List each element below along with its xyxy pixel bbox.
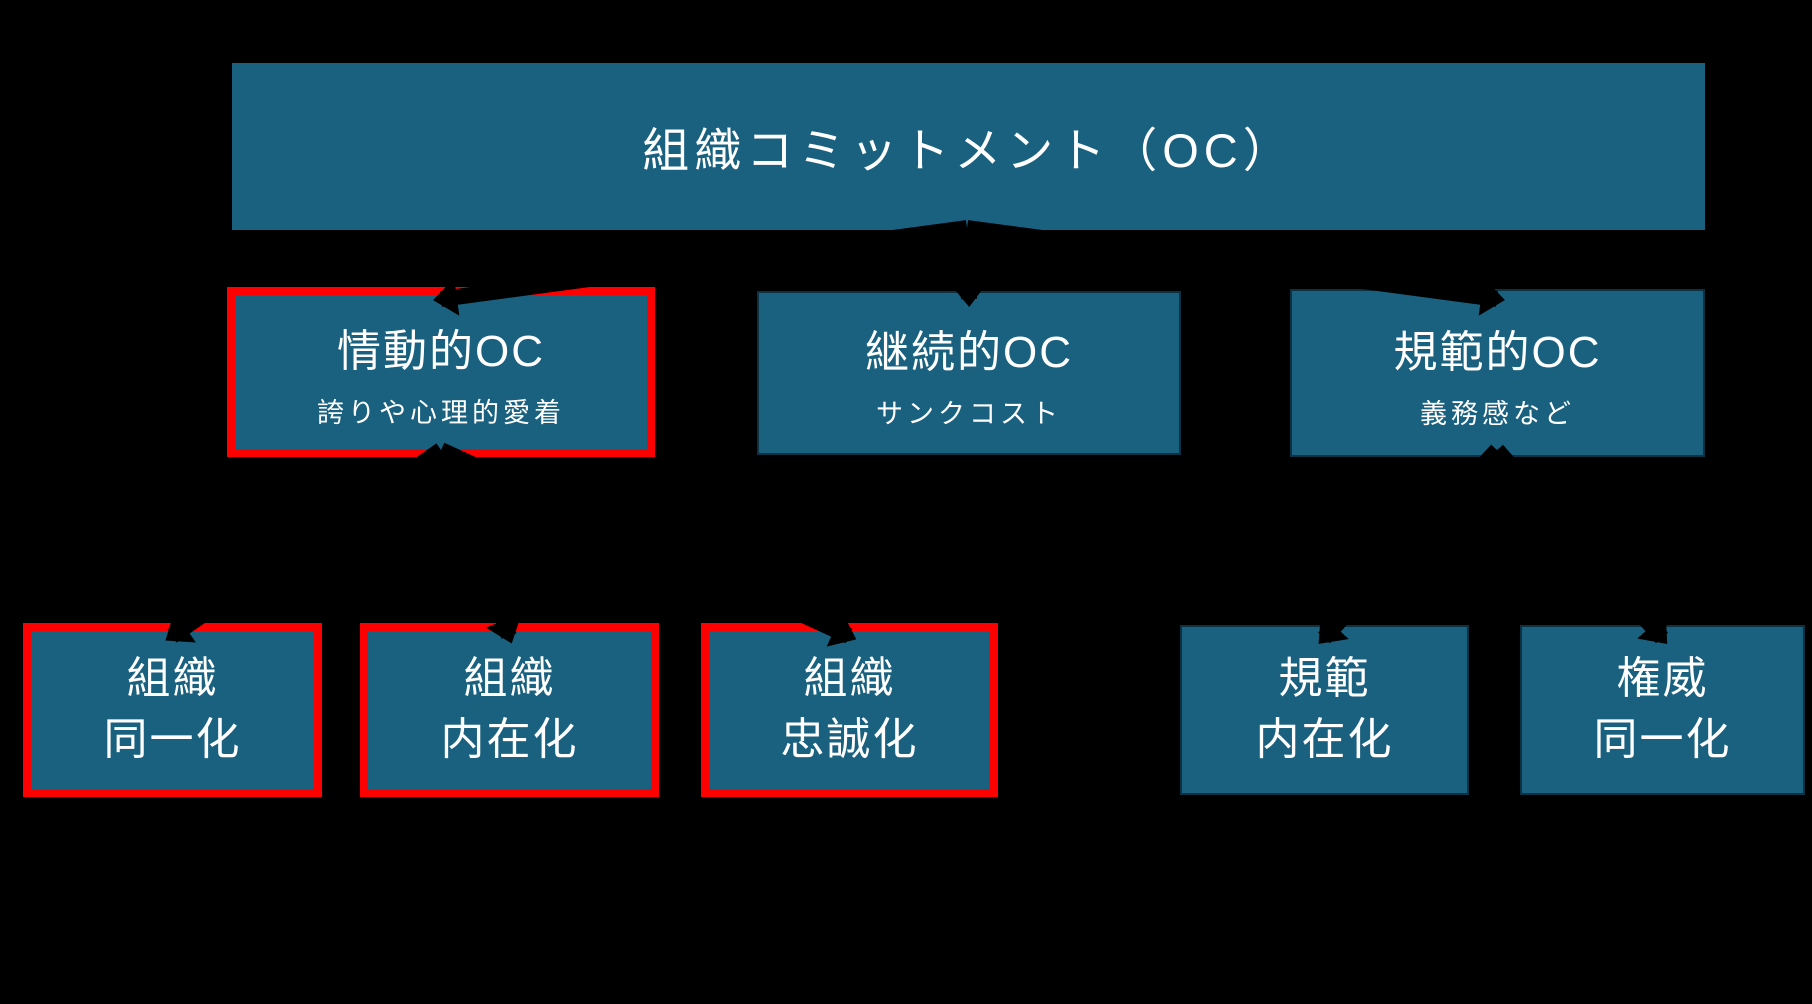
node-description: 義務感など [1420, 398, 1575, 429]
node-label-line2: 同一化 [103, 715, 242, 764]
node-label: 情動的OC [337, 326, 545, 376]
node-org-internalization: 組織 内在化 [360, 623, 659, 797]
node-label: 規範的OC [1393, 327, 1602, 377]
node-label-line1: 組織 [463, 654, 556, 704]
node-label-line2: 内在化 [1255, 715, 1394, 764]
node-normative-oc: 規範的OC 義務感など [1290, 289, 1705, 457]
connector-arrow-normative-identification [1490, 444, 1669, 645]
node-label-line1: 規範 [1278, 654, 1371, 704]
node-org-loyalty: 組織 忠誠化 [701, 623, 998, 797]
node-organizational-commitment: 組織コミットメント（OC） [232, 63, 1705, 230]
node-label-line1: 組織 [126, 654, 219, 704]
node-authority-identification: 権威 同一化 [1520, 625, 1805, 795]
node-continuance-oc: 継続的OC サンクコスト [757, 291, 1181, 455]
node-label: 継続的OC [865, 327, 1073, 377]
connector-arrow-affective-internalization [433, 447, 522, 644]
node-label-line1: 組織 [803, 654, 896, 704]
node-label: 組織コミットメント（OC） [642, 124, 1295, 177]
node-norm-internalization: 規範 内在化 [1180, 625, 1469, 795]
node-description: サンクコスト [876, 398, 1062, 429]
connector-arrow-normative-internalization [1318, 444, 1503, 644]
connector-arrow-affective-identification [165, 443, 446, 643]
node-description: 誇りや心理的愛着 [317, 397, 565, 428]
node-label-line2: 忠誠化 [780, 715, 919, 764]
node-label-line1: 権威 [1616, 654, 1709, 704]
node-org-identification: 組織 同一化 [23, 623, 322, 797]
node-label-line2: 同一化 [1593, 715, 1732, 764]
node-label-line2: 内在化 [440, 715, 579, 764]
node-affective-oc: 情動的OC 誇りや心理的愛着 [227, 287, 655, 457]
connector-arrow-affective-loyalty [437, 442, 857, 647]
connector-arrow-root-continuance [949, 227, 988, 307]
